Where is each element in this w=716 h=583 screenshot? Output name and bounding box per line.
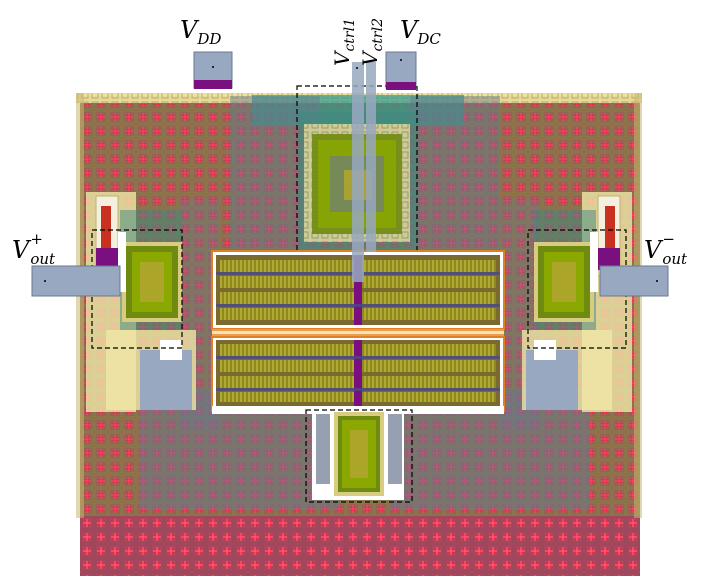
vctrl2-pin xyxy=(366,62,376,252)
vout-minus-pad xyxy=(599,265,669,297)
vctrl1-label: Vctrl1 xyxy=(330,18,358,66)
via-field-lower xyxy=(80,516,640,576)
bottom-block-outline xyxy=(305,409,413,503)
vout-minus-label: V−out xyxy=(644,230,688,268)
vctrl2-label: Vctrl2 xyxy=(358,18,386,66)
left-border xyxy=(76,93,84,518)
left-pin xyxy=(96,248,118,270)
vout-plus-pad xyxy=(31,265,121,297)
vctrl1-pin xyxy=(352,62,364,282)
vdd-label: VDD xyxy=(180,16,222,48)
right-pin xyxy=(598,248,620,270)
vdc-label: VDC xyxy=(400,16,441,48)
right-border xyxy=(634,93,642,518)
vout-plus-label: V+out xyxy=(12,230,56,268)
